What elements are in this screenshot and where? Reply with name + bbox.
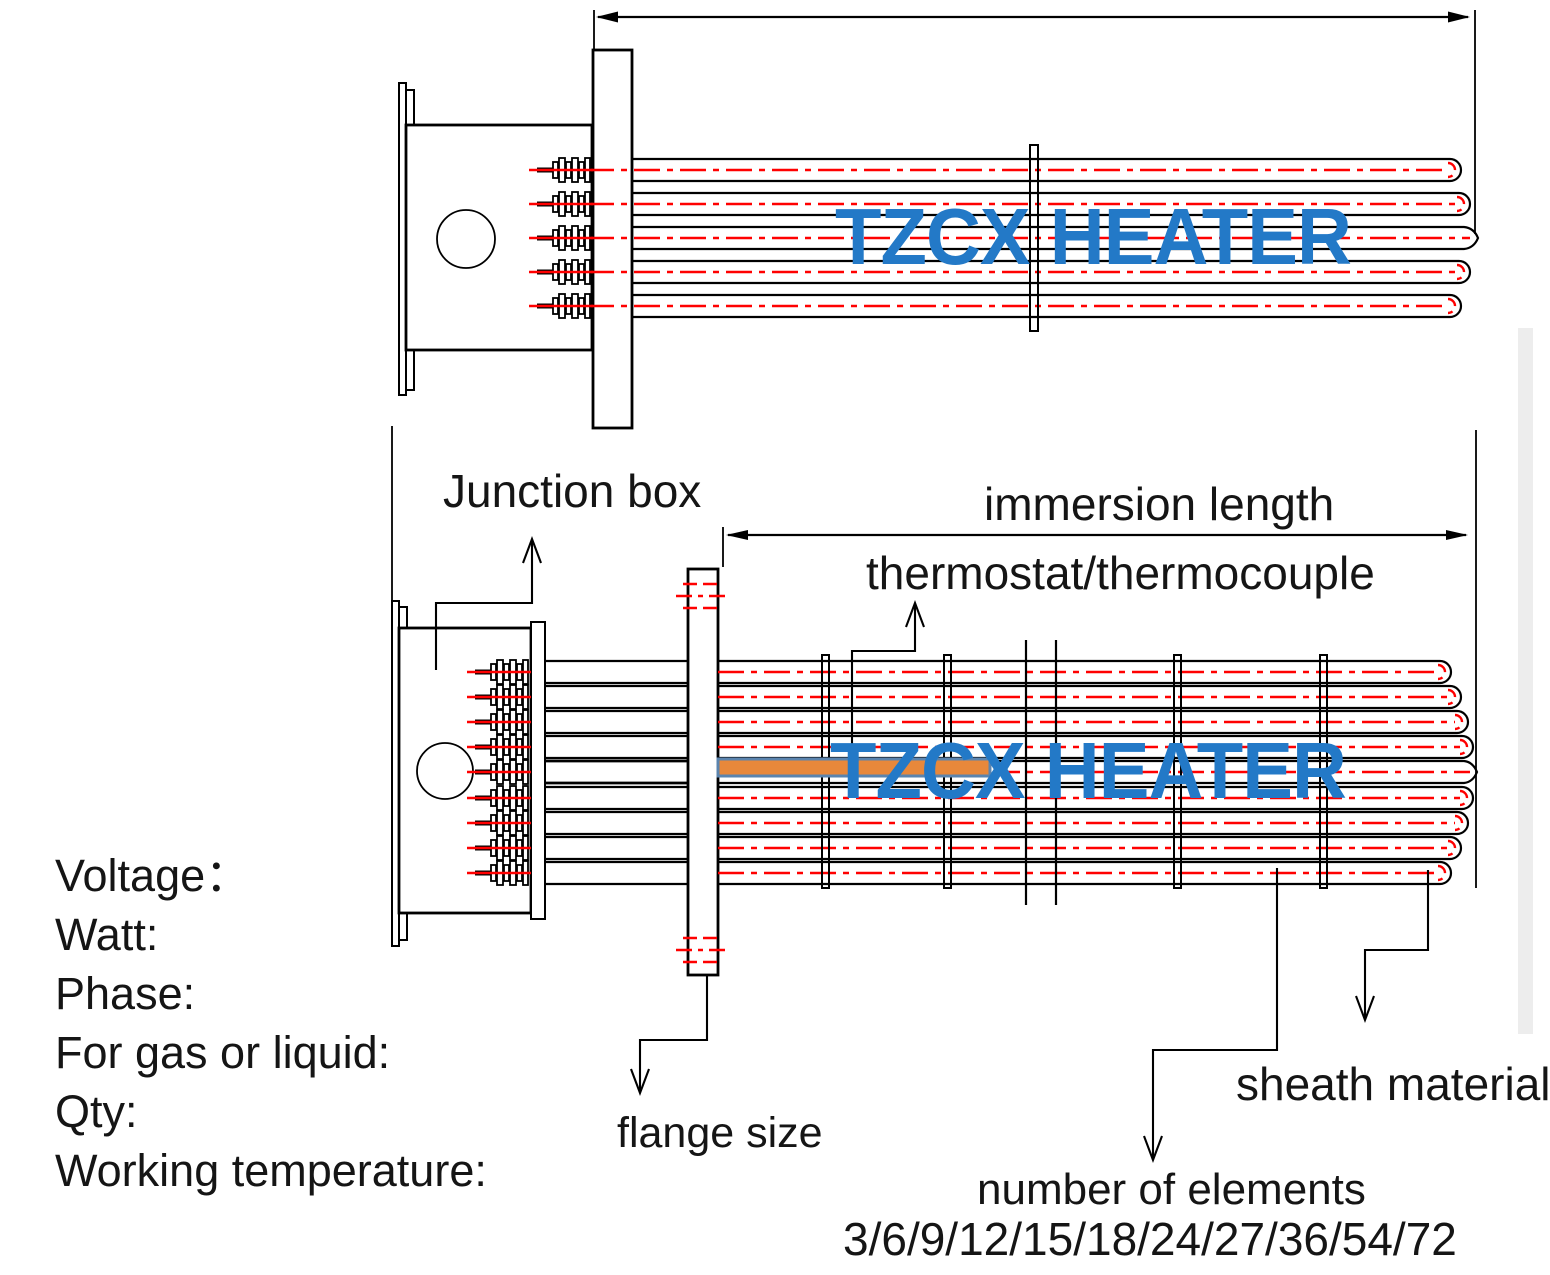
element-tube bbox=[718, 659, 1453, 685]
element-tube bbox=[632, 259, 1472, 285]
brand-watermark: TZCX HEATER bbox=[835, 192, 1352, 281]
number-of-elements-leader bbox=[1143, 868, 1279, 1163]
dimension-arrow-left bbox=[596, 11, 618, 23]
heater-side-view bbox=[391, 426, 1479, 1163]
flange-side-view bbox=[686, 567, 720, 977]
spec-form: Voltage： Watt: Phase: For gas or liquid:… bbox=[55, 846, 487, 1200]
u-bend-centerline bbox=[1437, 663, 1447, 681]
element-tube bbox=[718, 709, 1470, 735]
spec-line-watt: Watt: bbox=[55, 909, 159, 960]
sheath-material-leader bbox=[1355, 870, 1430, 1023]
u-bend-centerline bbox=[1456, 195, 1466, 213]
u-bend-centerline bbox=[1447, 161, 1457, 179]
u-bend-centerline bbox=[1447, 839, 1457, 857]
spec-line-working-temp: Working temperature: bbox=[55, 1145, 487, 1196]
spec-line-gas-liquid: For gas or liquid: bbox=[55, 1027, 391, 1078]
leader-arrow-up bbox=[905, 600, 925, 628]
element-tube bbox=[632, 293, 1463, 319]
element-tube bbox=[632, 225, 1480, 251]
scan-edge-artifact bbox=[1518, 328, 1533, 1034]
dimension-arrow-right bbox=[1448, 11, 1470, 23]
element-tube bbox=[632, 191, 1472, 217]
element-tube bbox=[718, 860, 1453, 886]
thermocouple-probe bbox=[716, 757, 992, 778]
spec-line-qty: Qty: bbox=[55, 1086, 138, 1137]
element-tube bbox=[632, 157, 1463, 183]
u-bend-centerline bbox=[1459, 789, 1469, 807]
drawing-break-lines bbox=[1024, 640, 1058, 905]
flange-size-leader bbox=[630, 975, 709, 1096]
element-count-options: 3/6/9/12/15/18/24/27/36/54/72 bbox=[843, 1213, 1457, 1265]
thermostat-label: thermostat/thermocouple bbox=[866, 547, 1375, 599]
u-bend-centerline bbox=[1447, 297, 1457, 315]
element-stubs bbox=[545, 659, 688, 886]
support-baffle bbox=[1319, 654, 1328, 889]
spec-line-phase: Phase: bbox=[55, 968, 196, 1019]
element-tube bbox=[718, 835, 1463, 861]
junction-box-leader bbox=[434, 536, 542, 670]
number-of-elements-label: number of elements bbox=[977, 1165, 1366, 1214]
sheath-material-label: sheath material bbox=[1236, 1058, 1550, 1110]
element-tube bbox=[718, 810, 1470, 836]
immersion-length-dimension bbox=[722, 527, 1468, 567]
u-bend-centerline bbox=[1459, 738, 1469, 756]
junction-box-label: Junction box bbox=[443, 465, 702, 517]
leader-arrow-down bbox=[1143, 1135, 1163, 1163]
support-baffle bbox=[1173, 654, 1182, 889]
brand-watermark: TZCX HEATER bbox=[830, 726, 1347, 815]
immersion-length-label: immersion length bbox=[984, 478, 1335, 530]
cable-entry-hole bbox=[436, 209, 496, 269]
thermostat-leader bbox=[850, 600, 925, 758]
element-tube bbox=[718, 759, 1479, 785]
element-tube bbox=[718, 785, 1475, 811]
heater-top-view bbox=[398, 10, 1480, 430]
u-bend-centerline bbox=[1454, 713, 1464, 731]
flange-size-label: flange size bbox=[617, 1109, 823, 1157]
spec-line-voltage: Voltage： bbox=[55, 850, 251, 901]
u-bend-centerline bbox=[1454, 814, 1464, 832]
u-bend-centerline bbox=[1447, 688, 1457, 706]
leader-arrow-down bbox=[1355, 995, 1375, 1023]
overall-length-dimension bbox=[593, 10, 1476, 234]
u-bend-centerline bbox=[1437, 864, 1447, 882]
support-baffle bbox=[1029, 144, 1039, 332]
element-tube bbox=[718, 684, 1463, 710]
element-tube bbox=[718, 734, 1475, 760]
dimension-arrow-right bbox=[1446, 530, 1468, 540]
u-bend-centerline bbox=[1456, 263, 1466, 281]
leader-arrow-down bbox=[630, 1068, 650, 1096]
leader-arrow-up bbox=[522, 536, 542, 564]
flange-bolt-hole-marks bbox=[676, 582, 730, 964]
element-bundle-top-view bbox=[542, 157, 1480, 319]
dimension-arrow-left bbox=[726, 530, 748, 540]
junction-box-face-plate bbox=[530, 621, 546, 920]
